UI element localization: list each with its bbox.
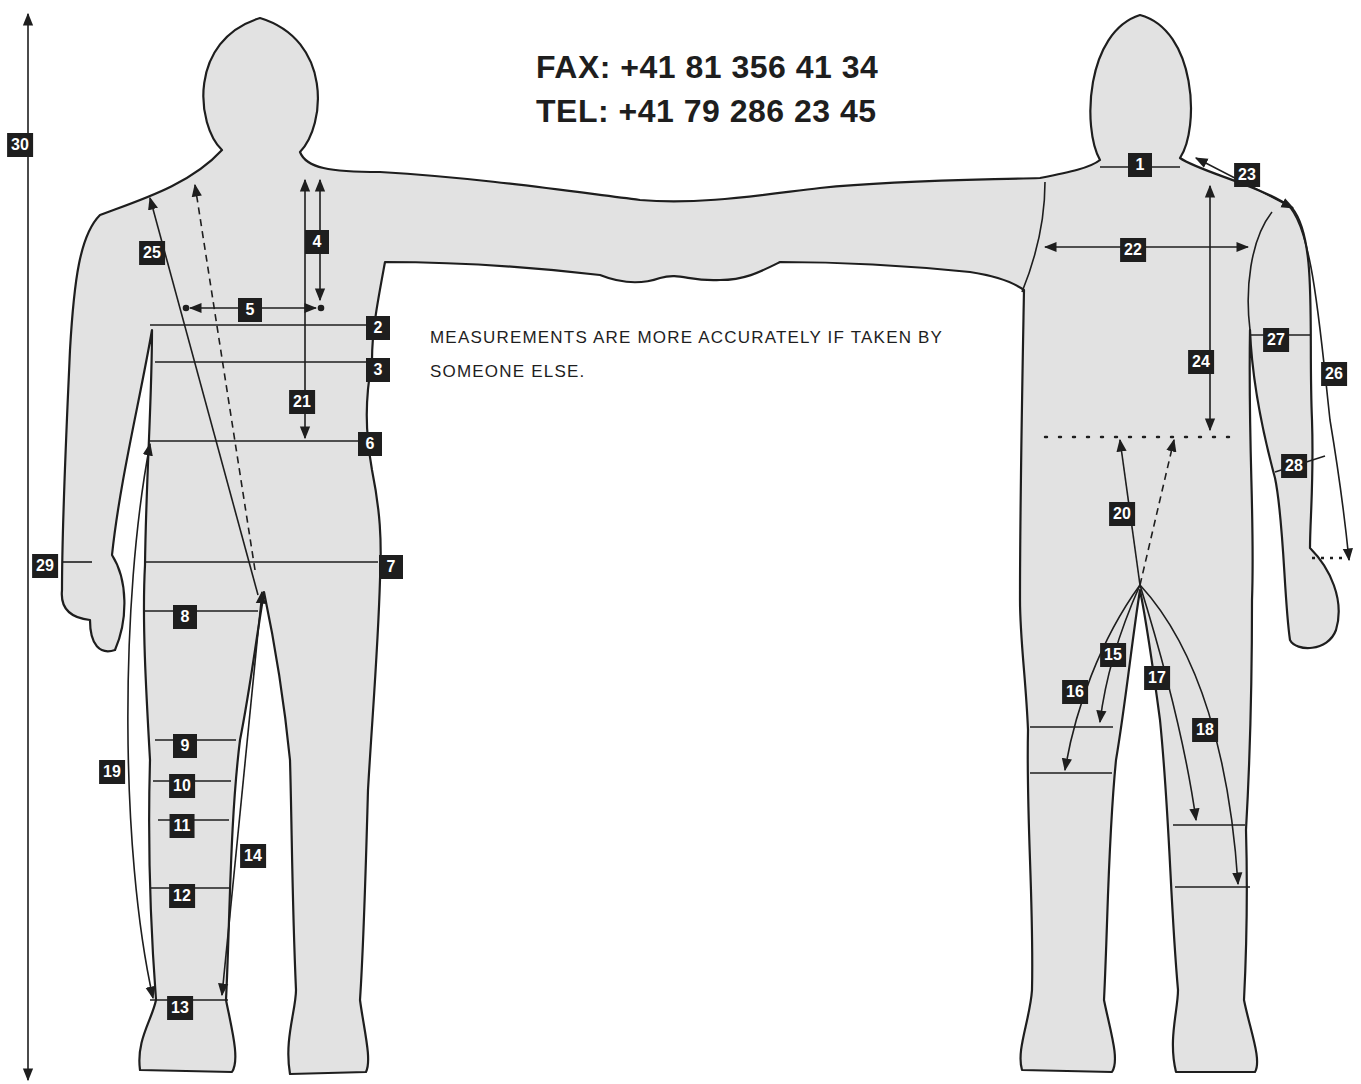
- callout-number: 13: [167, 996, 193, 1020]
- body-outline: [62, 15, 1339, 1074]
- callout-number: 29: [32, 554, 58, 578]
- callout-number: 7: [379, 555, 403, 579]
- callout-number: 8: [173, 605, 197, 629]
- callout-number: 22: [1120, 238, 1146, 262]
- callout-number: 3: [366, 358, 390, 382]
- callout-number: 4: [305, 230, 329, 254]
- callout-number: 27: [1263, 328, 1289, 352]
- callout-number: 10: [169, 774, 195, 798]
- callout-number: 14: [240, 844, 266, 868]
- callout-number: 6: [358, 432, 382, 456]
- callout-number: 2: [366, 316, 390, 340]
- callout-number: 21: [289, 390, 315, 414]
- callout-number: 19: [99, 760, 125, 784]
- callout-number: 23: [1234, 163, 1260, 187]
- callout-number: 15: [1100, 643, 1126, 667]
- contact-line: FAX: +41 81 356 41 34: [536, 48, 878, 86]
- note-text: MEASUREMENTS ARE MORE ACCURATELY IF TAKE…: [430, 321, 1030, 389]
- callout-number: 12: [169, 884, 195, 908]
- callout-number: 24: [1188, 350, 1214, 374]
- callout-number: 9: [173, 734, 197, 758]
- callout-number: 1: [1128, 153, 1152, 177]
- callout-number: 5: [238, 298, 262, 322]
- contact-line: TEL: +41 79 286 23 45: [536, 92, 877, 130]
- callout-number: 11: [170, 814, 195, 838]
- measure-lines: [28, 14, 1350, 1080]
- callout-number: 17: [1144, 666, 1170, 690]
- callout-number: 20: [1109, 502, 1135, 526]
- callout-number: 18: [1192, 718, 1218, 742]
- callout-number: 28: [1281, 454, 1307, 478]
- callout-number: 16: [1062, 680, 1088, 704]
- callout-number: 26: [1321, 362, 1347, 386]
- callout-number: 30: [7, 133, 33, 157]
- callout-number: 25: [139, 241, 165, 265]
